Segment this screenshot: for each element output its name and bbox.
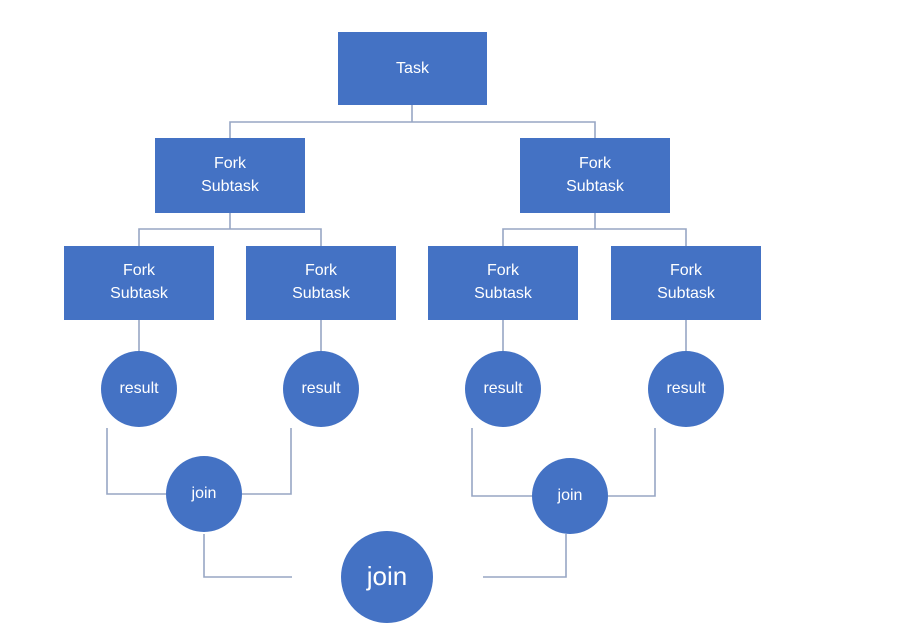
result-node-1: result [101,351,177,427]
result-circle [283,351,359,427]
result-node-4: result [648,351,724,427]
fork-subtask-label-line2: Subtask [201,178,260,195]
fork-subtask-box [520,138,670,213]
fork-subtask-label-line2: Subtask [657,285,716,302]
connector-results-to-right-join [471,428,656,497]
fork-subtask-label-line1: Fork [214,155,247,172]
join-label: join [191,485,217,502]
fork-subtask-label-line2: Subtask [566,178,625,195]
result-label: result [666,380,706,397]
result-label: result [483,380,523,397]
connector-results-to-left-join [106,428,292,495]
task-node: Task [338,32,487,105]
final-join-circle [341,531,433,623]
result-node-3: result [465,351,541,427]
result-circle [648,351,724,427]
fork-subtask-node-2: Fork Subtask [246,246,396,320]
connector-right-fork-to-subforks [502,213,687,246]
connector-root-to-forks [229,105,596,138]
join-node-right: join [532,458,608,534]
fork-subtask-box [611,246,761,320]
join-label: join [557,487,583,504]
fork-subtask-node-left: Fork Subtask [155,138,305,213]
fork-subtask-label-line2: Subtask [474,285,533,302]
final-join-label: join [366,561,407,591]
join-node-left: join [166,456,242,532]
fork-subtask-label-line1: Fork [487,262,520,279]
connector-left-fork-to-subforks [138,213,322,246]
fork-subtask-node-1: Fork Subtask [64,246,214,320]
connector-joins-to-final-join [203,534,567,578]
fork-subtask-box [428,246,578,320]
fork-subtask-box [246,246,396,320]
fork-subtask-label-line1: Fork [670,262,703,279]
fork-subtask-node-4: Fork Subtask [611,246,761,320]
fork-subtask-label-line2: Subtask [110,285,169,302]
join-circle [532,458,608,534]
fork-subtask-box [64,246,214,320]
fork-subtask-box [155,138,305,213]
fork-subtask-label-line1: Fork [305,262,338,279]
result-node-2: result [283,351,359,427]
result-label: result [119,380,159,397]
fork-subtask-node-3: Fork Subtask [428,246,578,320]
final-join-node: join [341,531,433,623]
fork-subtask-label-line1: Fork [123,262,156,279]
fork-subtask-node-right: Fork Subtask [520,138,670,213]
result-circle [101,351,177,427]
join-circle [166,456,242,532]
task-box [338,32,487,105]
connectors [106,105,687,578]
result-circle [465,351,541,427]
result-label: result [301,380,341,397]
fork-subtask-label-line1: Fork [579,155,612,172]
task-label: Task [396,60,430,77]
fork-subtask-label-line2: Subtask [292,285,351,302]
